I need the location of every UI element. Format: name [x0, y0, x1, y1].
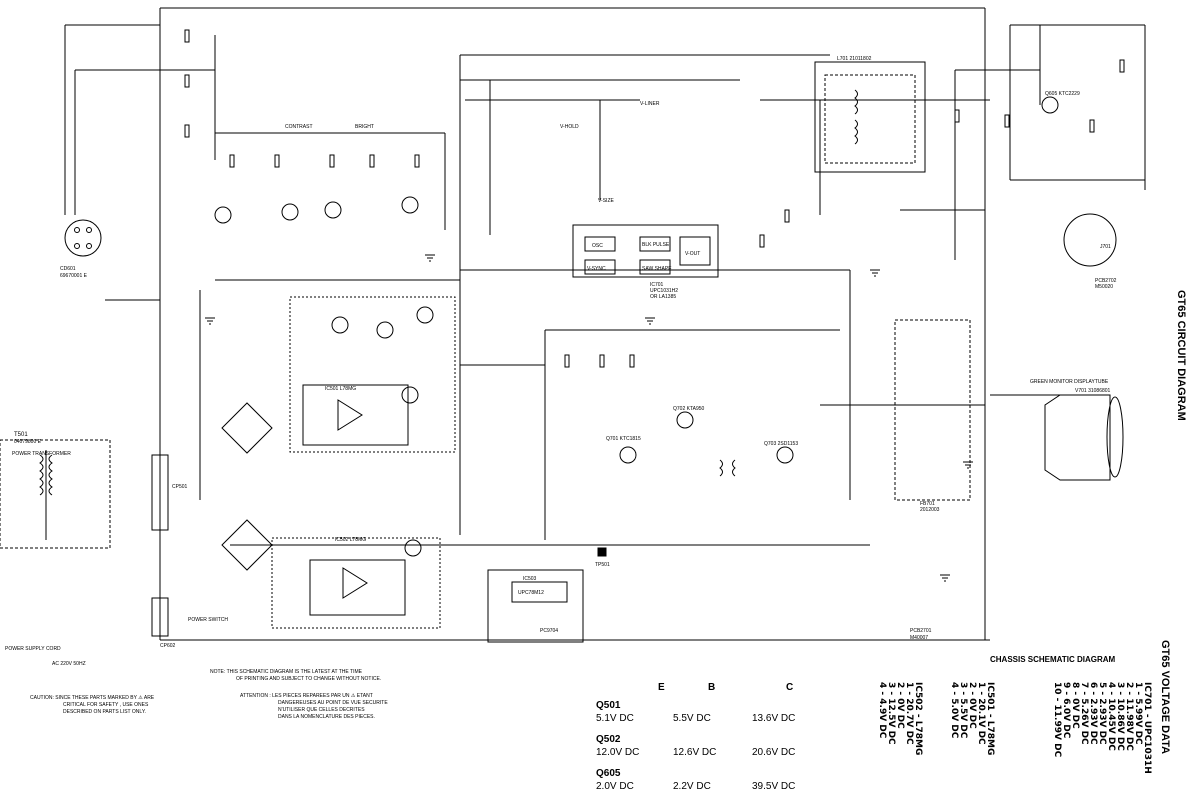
vsize-label: V-SIZE: [598, 198, 615, 204]
row-name-q605: Q605: [596, 768, 621, 779]
q502-c: 20.6V DC: [752, 747, 795, 758]
power-switch-label: POWER SWITCH: [188, 617, 228, 623]
ic-voltage-line: 4 - 10.45V DC: [1106, 682, 1116, 751]
ic-voltage-line: 9 - 6.0V DC: [1061, 682, 1071, 739]
cp602-label: CP602: [160, 643, 176, 649]
ic701-alt: OR LA1385: [650, 294, 676, 300]
attention-line-3: N'UTILISER QUE CELLES DECRITES: [278, 707, 365, 713]
ic-voltage-line: 4 - 5.0V DC: [949, 682, 959, 739]
fb701-part: 2012003: [920, 507, 940, 513]
saw-shape-label: SAW SHAPE: [642, 266, 672, 272]
caution-line-3: DESCRIBED ON PARTS LIST ONLY.: [63, 709, 146, 715]
row-name-q502: Q502: [596, 734, 621, 745]
ic501-label: IC501 L78MG: [325, 386, 356, 392]
q703-label: Q703 2SD1153: [764, 441, 798, 447]
ic503-label: IC503: [523, 576, 537, 582]
ic-voltage-line: 3 - 5.5V DC: [958, 682, 968, 739]
fb701-label: FB701: [920, 501, 935, 507]
blk-pulse-label: BLK PULSE: [642, 242, 670, 248]
ic-voltage-line: 3 - 12.5V DC: [886, 682, 896, 745]
m40007-label: M40007: [910, 635, 928, 641]
ic-voltage-line: 1 - 20.1V DC: [976, 682, 986, 745]
cd601-part: 69670001 E: [60, 273, 88, 279]
contrast-label: CONTRAST: [285, 124, 313, 130]
q702-label: Q702 KTA950: [673, 406, 705, 412]
ic-voltage-line: 6 - 2.93V DC: [1088, 682, 1098, 745]
diagram-title: GT65 CIRCUIT DIAGRAM: [1175, 290, 1187, 421]
ic-voltage-line: 1 - 5.99V DC: [1133, 682, 1143, 745]
ic-voltage-line: 5 - 2.93V DC: [1097, 682, 1107, 745]
ic-voltage-line: 8 - 0V DC: [1070, 682, 1080, 729]
caution-line-2: CRITICAL FOR SAFETY , USE ONES: [63, 702, 149, 708]
caution-line-1: CAUTION: SINCE THESE PARTS MARKED BY ⚠ A…: [30, 695, 155, 701]
chassis-title: CHASSIS SCHEMATIC DIAGRAM: [990, 655, 1116, 664]
ic-voltage-line: 10 - 11.99V DC: [1052, 682, 1062, 758]
ic-voltage-line: 2 - 0V DC: [895, 682, 905, 729]
power-cord-label: POWER SUPPLY CORD: [5, 646, 61, 652]
attention-line-2: DANGEREUSES AU POINT DE VUE SECURITE: [278, 700, 388, 706]
q502-b: 12.6V DC: [673, 747, 716, 758]
ic-voltage-line: 1 - 20.7V DC: [904, 682, 914, 745]
ic-voltage-line: 2 - 11.98V DC: [1124, 682, 1134, 751]
l701-label: L701 21011802: [837, 56, 872, 62]
osc-label: OSC: [592, 243, 603, 249]
q502-e: 12.0V DC: [596, 747, 639, 758]
upc-label: UPC78M12: [518, 590, 544, 596]
q501-e: 5.1V DC: [596, 713, 634, 724]
q605-c: 39.5V DC: [752, 781, 795, 792]
ic701-label: IC701: [650, 282, 664, 288]
cd601-label: CD601: [60, 266, 76, 272]
power-transformer-label: POWER TRANSFORMER: [12, 451, 71, 457]
cp501-label: CP501: [172, 484, 188, 490]
col-header-c: C: [786, 682, 793, 693]
vsync-label: V-SYNC: [587, 266, 606, 272]
q501-b: 5.5V DC: [673, 713, 711, 724]
ac-rating-label: AC 220V 50HZ: [52, 661, 86, 667]
col-header-b: B: [708, 682, 715, 693]
j701-label: J701: [1100, 244, 1111, 250]
pcb2701-label: PCB2701: [910, 628, 932, 634]
t501-part: 04079800 E: [14, 439, 42, 445]
pcb2704-label: PC9704: [540, 628, 558, 634]
ic-voltage-line: 4 - 4.9V DC: [877, 682, 887, 739]
col-header-e: E: [658, 682, 665, 693]
ic701-part: UPC1031H2: [650, 288, 678, 294]
voltage-data-title: GT65 VOLTAGE DATA: [1159, 640, 1171, 754]
m50020-label: M50020: [1095, 284, 1113, 290]
q605-label: Q605 KTC2229: [1045, 91, 1080, 97]
ic-voltage-line: 2 - 0V DC: [967, 682, 977, 729]
vout-label: V-OUT: [685, 251, 700, 257]
tp501-label: TP501: [595, 562, 610, 568]
ic-voltage-line: 7 - 5.26V DC: [1079, 682, 1089, 745]
ic-group-title: IC501 - L78MG: [985, 682, 995, 755]
ic-group-title: IC502 - L78MG: [913, 682, 923, 755]
attention-line-1: ATTENTION : LES PIECES REPAREES PAR UN ⚠…: [240, 693, 373, 699]
q605-b: 2.2V DC: [673, 781, 711, 792]
v701-label: V701 31086801: [1075, 388, 1111, 394]
q501-c: 13.6V DC: [752, 713, 795, 724]
q605-e: 2.0V DC: [596, 781, 634, 792]
vhold-label: V-HOLD: [560, 124, 579, 130]
ic502-label: IC502 L78MG: [335, 537, 366, 543]
ic-voltage-line: 3 - 10.86V DC: [1115, 682, 1125, 751]
pcb2702-label: PCB2702: [1095, 278, 1117, 284]
row-name-q501: Q501: [596, 700, 621, 711]
attention-line-4: DANS LA NOMENCLATURE DES PIECES.: [278, 714, 375, 720]
note-line-2: OF PRINTING AND SUBJECT TO CHANGE WITHOU…: [236, 676, 381, 682]
note-line-1: NOTE: THIS SCHEMATIC DIAGRAM IS THE LATE…: [210, 669, 363, 675]
q701-label: Q701 KTC1815: [606, 436, 641, 442]
voltage-table: E B C Q501 5.1V DC 5.5V DC 13.6V DC Q502…: [596, 682, 795, 792]
bright-label: BRIGHT: [355, 124, 374, 130]
t501-label: T501: [14, 432, 28, 438]
vlin-label: V-LINER: [640, 101, 660, 107]
crt-label: GREEN MONITOR DISPLAYTUBE: [1030, 379, 1109, 385]
ic-group-title: IC701 - UPC1031H: [1142, 682, 1152, 774]
